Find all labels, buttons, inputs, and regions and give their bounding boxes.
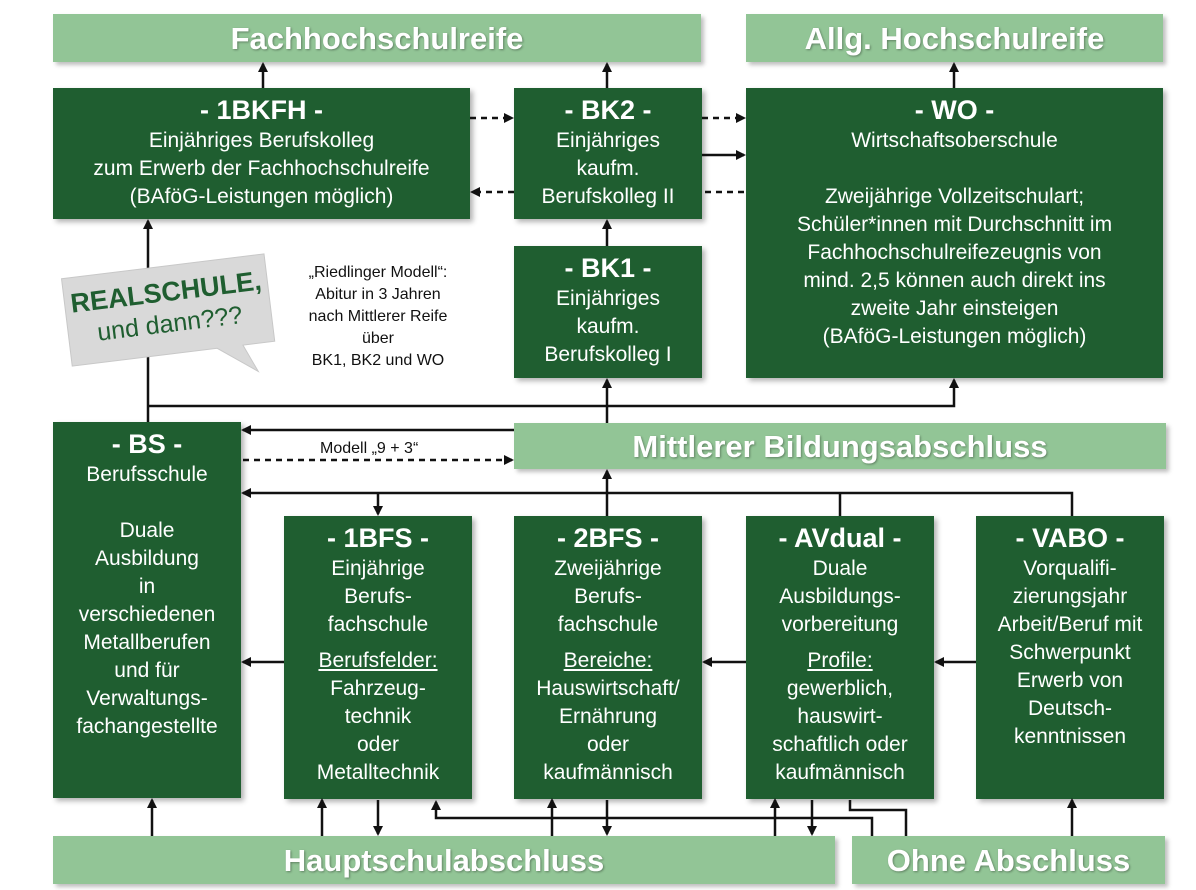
box-bk1-line: kaufm. [576,315,640,338]
box-bs-line: verschiedenen [78,603,216,626]
box-avdual-line: Ausbildungs- [779,585,901,608]
box-vabo-line: Deutsch- [1027,697,1113,720]
arrow-to-wo [148,378,959,408]
bar-mittlerer-bildungsabschluss: Mittlerer Bildungsabschluss [514,423,1166,469]
box-vabo-line: zierungsjahr [1012,585,1128,608]
box-bs-line: Berufsschule [86,463,208,486]
box-bk2-line: Einjähriges [556,129,660,152]
bar-hochschulreife: Allg. Hochschulreife [746,14,1163,62]
arrow-vabo-to-bs [241,488,1074,516]
box-wo-line: mind. 2,5 können auch direkt ins [803,269,1106,292]
box-2bfs-line: Berufs- [574,585,642,608]
bar-hauptschulabschluss: Hauptschulabschluss [53,836,835,884]
box-wo-title: - WO - [914,95,995,125]
box-avdual-heading: Profile: [807,649,873,672]
box-1bfs-line: Berufs- [344,585,412,608]
box-wo-line: Wirtschaftsoberschule [851,129,1058,152]
bar-mittlerer-label: Mittlerer Bildungsabschluss [632,428,1048,464]
box-1bfs-line: Fahrzeug- [330,677,426,700]
box-2bfs-title: - 2BFS - [556,523,659,553]
box-vabo-line: Schwerpunkt [1009,641,1131,664]
box-wo-line: Zweijährige Vollzeitschulart; [824,185,1085,208]
box-2bfs-line: fachschule [557,613,659,636]
box-avdual-line: hauswirt- [797,705,883,728]
box-1bfs-line: Metalltechnik [316,761,440,784]
box-bk2: - BK2 - Einjähriges kaufm. Berufskolleg … [514,88,702,219]
bar-fachhochschulreife: Fachhochschulreife [53,14,701,62]
line-ohne-to-avdual [848,800,908,836]
box-bk1-line: Einjähriges [556,287,660,310]
bar-ohne-abschluss: Ohne Abschluss [852,836,1165,884]
box-bk2-title: - BK2 - [564,95,652,125]
bar-fachhochschulreife-label: Fachhochschulreife [230,20,524,56]
box-1bkfh-line: (BAföG-Leistungen möglich) [129,185,394,208]
arrow-ohne-to-1bfs [431,800,874,836]
box-avdual-line: schaftlich oder [772,733,908,756]
box-vabo: - VABO - Vorqualifi- zierungsjahr Arbeit… [976,516,1164,799]
box-avdual: - AVdual - Duale Ausbildungs- vorbereitu… [746,516,934,799]
box-avdual-line: vorbereitung [781,613,899,636]
box-vabo-line: Vorqualifi- [1023,557,1117,580]
box-bk1-line: Berufskolleg I [544,343,672,366]
box-2bfs-line: Hauswirtschaft/ [536,677,680,700]
box-bs-line: fachangestellte [76,715,218,738]
box-2bfs-heading: Bereiche: [563,649,653,672]
box-vabo-line: kenntnissen [1013,725,1127,748]
box-bs-line: in [138,575,156,598]
box-1bfs-line: oder [356,733,400,756]
box-avdual-line: Duale [812,557,868,580]
box-avdual-line: gewerblich, [786,677,894,700]
box-bs-line: und für [114,659,180,682]
box-wo-line: (BAföG-Leistungen möglich) [822,325,1087,348]
riedlinger-note: „Riedlinger Modell“: Abitur in 3 Jahren … [288,262,468,372]
modell-9-3-label: Modell „9 + 3“ [320,440,419,457]
box-bs-title: - BS - [111,429,183,459]
box-wo-line: Schüler*innen mit Durchschnitt im [796,213,1113,236]
note-line: BK1, BK2 und WO [311,352,445,369]
bubble-shape [60,253,276,373]
box-avdual-title: - AVdual - [778,523,902,553]
box-bs: - BS - Berufsschule Duale Ausbildung in … [53,422,241,798]
box-wo-line: Fachhochschulreifezeugnis von [807,241,1102,264]
box-2bfs: - 2BFS - Zweijährige Berufs- fachschule … [514,516,702,799]
box-1bfs-line: Einjährige [331,557,425,580]
bar-ohne-label: Ohne Abschluss [886,842,1131,878]
box-bs-line: Verwaltungs- [86,687,208,710]
box-1bkfh-line: Einjähriges Berufskolleg [148,129,375,152]
box-wo: - WO - Wirtschaftsoberschule Zweijährige… [746,88,1163,378]
box-wo-line: zweite Jahr einsteigen [850,297,1059,320]
box-1bkfh-title: - 1BKFH - [200,95,323,125]
box-1bfs-line: technik [344,705,412,728]
box-bs-line: Duale [119,519,175,542]
box-2bfs-line: Zweijährige [554,557,662,580]
box-2bfs-line: kaufmännisch [543,761,673,784]
box-bk1: - BK1 - Einjähriges kaufm. Berufskolleg … [514,246,702,378]
box-bs-line: Ausbildung [95,547,199,570]
bar-hauptschul-label: Hauptschulabschluss [283,842,605,878]
box-bk2-line: Berufskolleg II [541,185,675,208]
note-line: „Riedlinger Modell“: [308,264,448,281]
bar-hochschulreife-label: Allg. Hochschulreife [804,20,1105,56]
box-2bfs-line: oder [586,733,630,756]
note-line: nach Mittlerer Reife [308,308,448,325]
box-1bkfh-line: zum Erwerb der Fachhochschulreife [93,157,430,180]
box-2bfs-line: Ernährung [558,705,658,728]
box-1bfs: - 1BFS - Einjährige Berufs- fachschule B… [284,516,472,799]
box-1bkfh: - 1BKFH - Einjähriges Berufskolleg zum E… [53,88,470,219]
note-line: Abitur in 3 Jahren [315,286,441,303]
box-bk2-line: kaufm. [576,157,640,180]
box-bk1-title: - BK1 - [564,253,652,283]
realschule-bubble: REALSCHULE, und dann??? [57,249,279,373]
box-1bfs-heading: Berufsfelder: [318,649,438,672]
box-vabo-line: Arbeit/Beruf mit [997,613,1143,636]
box-bs-line: Metallberufen [83,631,211,654]
box-avdual-line: kaufmännisch [775,761,905,784]
box-1bfs-title: - 1BFS - [326,523,429,553]
note-line: über [361,330,395,347]
box-vabo-line: Erwerb von [1016,669,1124,692]
box-vabo-title: - VABO - [1015,523,1125,553]
box-1bfs-line: fachschule [327,613,429,636]
